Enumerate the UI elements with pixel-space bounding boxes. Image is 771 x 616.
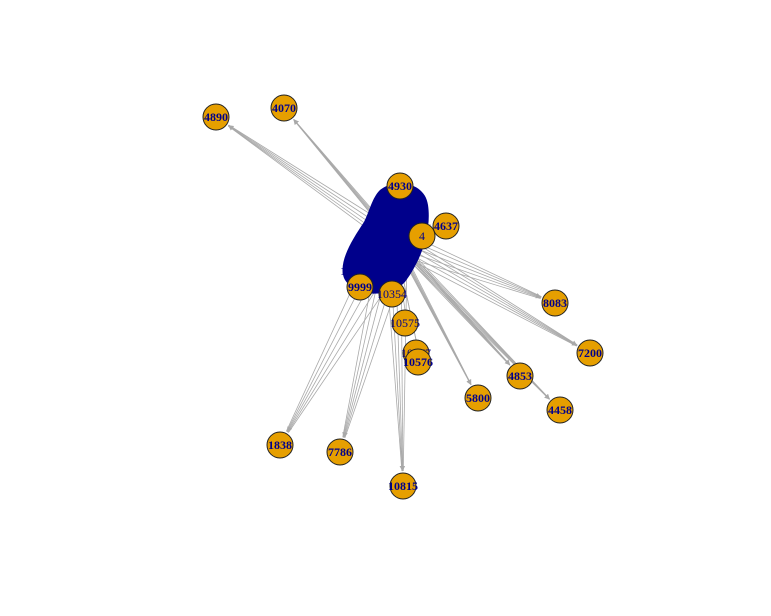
edge-line — [228, 124, 390, 232]
graph-node[interactable]: 8083 — [541, 289, 569, 317]
node-circle — [346, 273, 374, 301]
node-label: 10575 — [390, 316, 420, 330]
edge-line — [406, 257, 577, 347]
graph-node[interactable]: 4930 — [386, 172, 414, 200]
node-label: 10576 — [403, 355, 433, 369]
node-label: 7786 — [328, 445, 352, 459]
node-circle — [391, 309, 419, 337]
graph-node[interactable]: 10576 — [403, 348, 433, 376]
node-label: 4853 — [508, 369, 532, 383]
graph-node[interactable]: 10815 — [388, 472, 418, 500]
graph-node[interactable]: 4458 — [546, 396, 574, 424]
graph-node[interactable]: 7786 — [326, 438, 354, 466]
node-circle — [408, 222, 436, 250]
graph-node[interactable]: 1838 — [266, 431, 294, 459]
node-circle — [266, 431, 294, 459]
graph-node[interactable]: 9999 — [346, 273, 374, 301]
node-circle — [404, 348, 432, 376]
node-circle — [506, 362, 534, 390]
node-circle — [576, 339, 604, 367]
node-circle — [386, 172, 414, 200]
node-circle — [546, 396, 574, 424]
node-layer: 4890407049304637499991035410575105771057… — [202, 94, 604, 500]
graph-node[interactable]: 4637 — [432, 212, 460, 240]
node-circle — [432, 212, 460, 240]
node-circle — [326, 438, 354, 466]
graph-node[interactable]: 10575 — [390, 309, 420, 337]
node-circle — [464, 384, 492, 412]
node-label: 4890 — [204, 110, 228, 124]
graph-node[interactable]: 7200 — [576, 339, 604, 367]
edge-line — [400, 248, 511, 366]
graph-node[interactable]: 4853 — [506, 362, 534, 390]
edge-line — [228, 124, 384, 223]
node-circle — [541, 289, 569, 317]
node-label: 5800 — [466, 391, 490, 405]
edge-line — [400, 248, 578, 347]
graph-node[interactable]: 5800 — [464, 384, 492, 412]
hub-label-fragment: 1 — [340, 264, 346, 278]
node-label: 10354 — [377, 287, 407, 301]
node-circle — [270, 94, 298, 122]
node-circle — [378, 280, 406, 308]
node-label: 4070 — [272, 101, 296, 115]
node-label: 1838 — [268, 438, 292, 452]
edge-line — [406, 257, 510, 366]
node-label: 4458 — [548, 403, 572, 417]
node-label: 4637 — [434, 219, 458, 233]
node-label: 8083 — [543, 296, 567, 310]
hub-cluster-shape — [342, 183, 429, 294]
node-circle — [202, 103, 230, 131]
graph-node[interactable]: 10354 — [377, 280, 407, 308]
node-label: 4930 — [388, 179, 412, 193]
node-label: 4 — [419, 229, 425, 243]
graph-node[interactable]: 4070 — [270, 94, 298, 122]
node-label: 10815 — [388, 479, 418, 493]
node-label: 9999 — [348, 280, 372, 294]
edge-line — [394, 239, 578, 346]
graph-node[interactable]: 4 — [408, 222, 436, 250]
node-circle — [389, 472, 417, 500]
edge-line — [406, 257, 472, 385]
graph-node[interactable]: 4890 — [202, 103, 230, 131]
hub-cluster: 1 — [340, 183, 429, 294]
node-label: 7200 — [578, 346, 602, 360]
